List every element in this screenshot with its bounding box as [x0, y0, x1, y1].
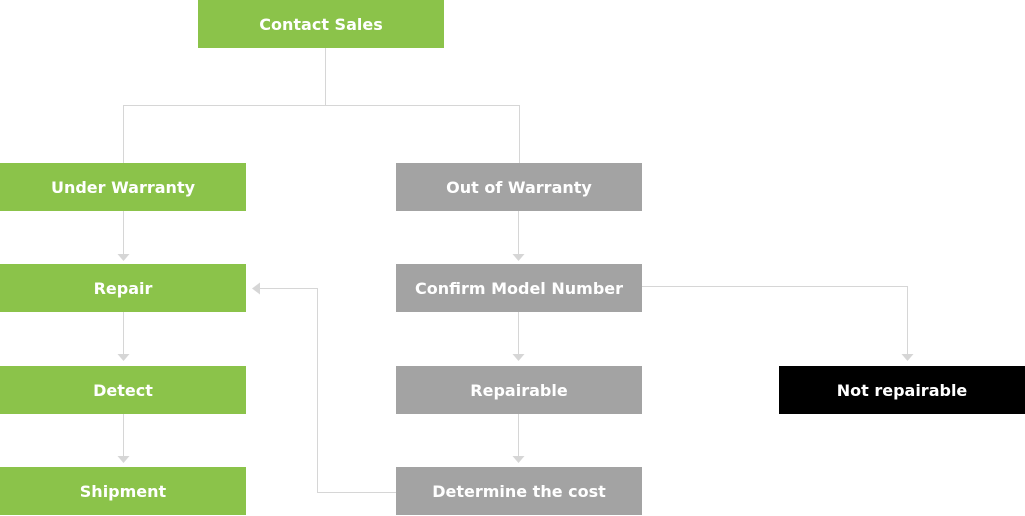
node-label: Determine the cost — [432, 481, 606, 501]
node-confirm-model-number: Confirm Model Number — [396, 264, 642, 312]
node-label: Not repairable — [836, 380, 968, 400]
node-label: Repairable — [470, 380, 568, 400]
node-label: Under Warranty — [50, 177, 196, 197]
node-under-warranty: Under Warranty — [0, 163, 246, 211]
node-repair: Repair — [0, 264, 246, 312]
arrowhead-left-icon — [252, 282, 260, 295]
node-label: Detect — [93, 380, 153, 400]
arrowhead-down-icon — [117, 456, 130, 463]
node-contact-sales: Contact Sales — [198, 0, 444, 48]
node-not-repairable: Not repairable — [779, 366, 1025, 414]
node-label: Repair — [93, 278, 153, 298]
node-shipment: Shipment — [0, 467, 246, 515]
node-out-of-warranty: Out of Warranty — [396, 163, 642, 211]
arrowhead-down-icon — [512, 456, 525, 463]
node-label: Out of Warranty — [446, 177, 592, 197]
edge-determine-cost-to-repair — [260, 288, 396, 493]
node-label: Shipment — [79, 481, 167, 501]
node-repairable: Repairable — [396, 366, 642, 414]
node-label: Confirm Model Number — [414, 278, 624, 298]
node-detect: Detect — [0, 366, 246, 414]
edge-confirm-to-not-repairable — [642, 286, 908, 354]
node-label: Contact Sales — [259, 14, 383, 34]
arrowhead-down-icon — [512, 254, 525, 261]
arrowhead-down-icon — [117, 354, 130, 361]
edge-contact-sales-to-out-of-warranty — [325, 105, 520, 163]
edge-contact-sales-to-under-warranty — [123, 48, 326, 163]
arrowhead-down-icon — [512, 354, 525, 361]
node-determine-the-cost: Determine the cost — [396, 467, 642, 515]
arrowhead-down-icon — [117, 254, 130, 261]
arrowhead-down-icon — [901, 354, 914, 361]
